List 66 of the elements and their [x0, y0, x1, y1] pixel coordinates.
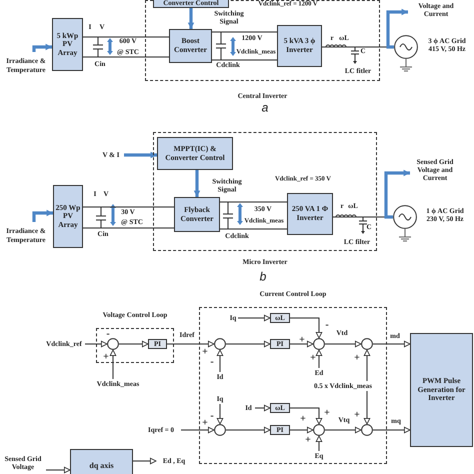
thick-arrow	[124, 152, 157, 158]
sign-symbol: +	[305, 434, 311, 446]
summing-junction	[361, 424, 373, 436]
signal-arrow	[216, 404, 224, 424]
signal-arrow	[364, 390, 370, 424]
sign-symbol: +	[310, 352, 316, 364]
dashed-region	[96, 311, 174, 363]
summing-junction	[214, 424, 226, 436]
signal-arrow	[118, 340, 148, 348]
signal-arrow	[216, 350, 224, 372]
signal-arrow	[290, 318, 322, 338]
sign-symbol: +	[202, 418, 208, 428]
signal-arrow	[226, 426, 270, 434]
thick-arrow	[194, 170, 200, 197]
sign-symbol: -	[106, 328, 110, 340]
signal-arrow	[372, 426, 410, 434]
process-box: dq axis	[70, 449, 133, 474]
sign-symbol: +	[324, 408, 330, 418]
dashed-region	[199, 290, 387, 464]
sign-symbol: +	[354, 352, 360, 364]
wire	[82, 36, 170, 58]
signal-arrow	[238, 314, 270, 322]
summing-junction	[313, 338, 325, 350]
signal-arrow	[254, 404, 270, 412]
sign-symbol: +	[354, 410, 360, 420]
signal-arrow	[290, 408, 322, 424]
wire	[220, 202, 288, 230]
signal-arrow	[290, 340, 314, 348]
signal-arrow	[180, 426, 214, 434]
summing-junction	[313, 424, 325, 436]
signal-arrow	[372, 340, 410, 348]
dashed-region	[145, 0, 380, 100]
signal-arrow	[316, 436, 322, 452]
signal-arrow	[110, 350, 116, 380]
sign-symbol: -	[210, 356, 214, 368]
signal-arrow	[316, 350, 322, 368]
summing-junction	[361, 338, 373, 350]
signal-arrow	[226, 340, 270, 348]
signal-arrow	[132, 458, 156, 464]
dashed-region	[153, 132, 377, 266]
signal-arrow	[324, 426, 362, 434]
thick-arrow	[188, 8, 194, 29]
panel-letter: b	[260, 270, 266, 284]
signal-arrow	[46, 466, 70, 474]
sign-symbol: -	[210, 410, 214, 422]
thick-arrow	[384, 170, 410, 219]
wire	[212, 32, 278, 60]
thick-arrow	[32, 44, 52, 52]
sign-symbol: +	[202, 346, 208, 358]
signal-arrow	[166, 340, 214, 348]
panel-letter: a	[262, 101, 268, 115]
sign-symbol: -	[325, 320, 329, 330]
signal-arrow	[324, 340, 362, 348]
ac-source-symbol	[393, 205, 417, 229]
summing-junction	[107, 338, 119, 350]
thick-arrow	[386, 8, 408, 49]
sign-symbol: +	[300, 414, 306, 424]
summing-junction	[214, 338, 226, 350]
signal-arrow	[84, 340, 108, 348]
signal-arrow	[364, 350, 370, 382]
signal-arrow	[290, 426, 314, 434]
wire	[82, 206, 174, 228]
thick-arrow	[32, 210, 53, 222]
sign-symbol: +	[103, 352, 109, 362]
ac-source-symbol	[394, 35, 418, 59]
sign-symbol: +	[299, 334, 305, 346]
